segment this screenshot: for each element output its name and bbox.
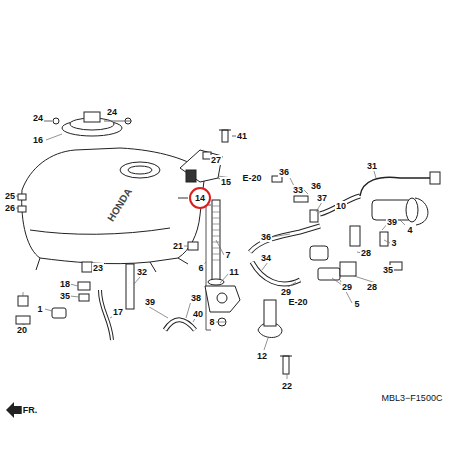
callout-number: 27: [210, 155, 222, 165]
callout-number: 39: [144, 297, 156, 307]
callout-number: 38: [190, 293, 202, 303]
callout-number: 3: [390, 238, 397, 248]
callout-number: 20: [16, 325, 28, 335]
direction-label: FR.: [22, 405, 39, 415]
callout-number: 28: [360, 248, 372, 258]
callout-number: 31: [366, 161, 378, 171]
callout-number: 25: [4, 191, 16, 201]
callout-number: 34: [260, 253, 272, 263]
callout-number: 28: [366, 282, 378, 292]
callout-number: 18: [59, 279, 71, 289]
callout-number: 37: [316, 193, 328, 203]
callout-number: 36: [310, 181, 322, 191]
callout-number: E-20: [241, 173, 262, 183]
callout-number: 29: [280, 287, 292, 297]
callout-number: 36: [278, 167, 290, 177]
callout-number: 6: [197, 263, 204, 273]
callout-number: 26: [4, 203, 16, 213]
callout-number: 23: [92, 263, 104, 273]
callout-number: 33: [292, 185, 304, 195]
callout-number: E-20: [287, 297, 308, 307]
callout-number: 15: [220, 177, 232, 187]
callout-number: 12: [256, 351, 268, 361]
callout-number: 11: [228, 267, 240, 277]
callout-number: 29: [341, 282, 353, 292]
callout-number: 39: [386, 217, 398, 227]
callout-number: 1: [36, 304, 43, 314]
callout-number: 4: [406, 225, 413, 235]
callout-number: 36: [260, 232, 272, 242]
callout-number: 35: [59, 291, 71, 301]
highlight-circle: 14: [189, 187, 211, 209]
callout-number: 40: [192, 309, 204, 319]
callout-number: 24: [106, 107, 118, 117]
callout-number: 41: [236, 131, 248, 141]
callout-number: 14: [195, 193, 205, 203]
callout-number: 5: [353, 299, 360, 309]
callout-number: 8: [208, 317, 215, 327]
diagram-code: MBL3−F1500C: [381, 393, 444, 403]
callout-number: 24: [32, 113, 44, 123]
callout-number: 22: [281, 381, 293, 391]
callout-number: 7: [224, 250, 231, 260]
callout-number: 10: [335, 201, 347, 211]
callout-number: 16: [32, 135, 44, 145]
callout-number: 17: [112, 307, 124, 317]
callout-number: 21: [172, 241, 184, 251]
callout-number: 35: [382, 265, 394, 275]
callout-number: 32: [136, 267, 148, 277]
